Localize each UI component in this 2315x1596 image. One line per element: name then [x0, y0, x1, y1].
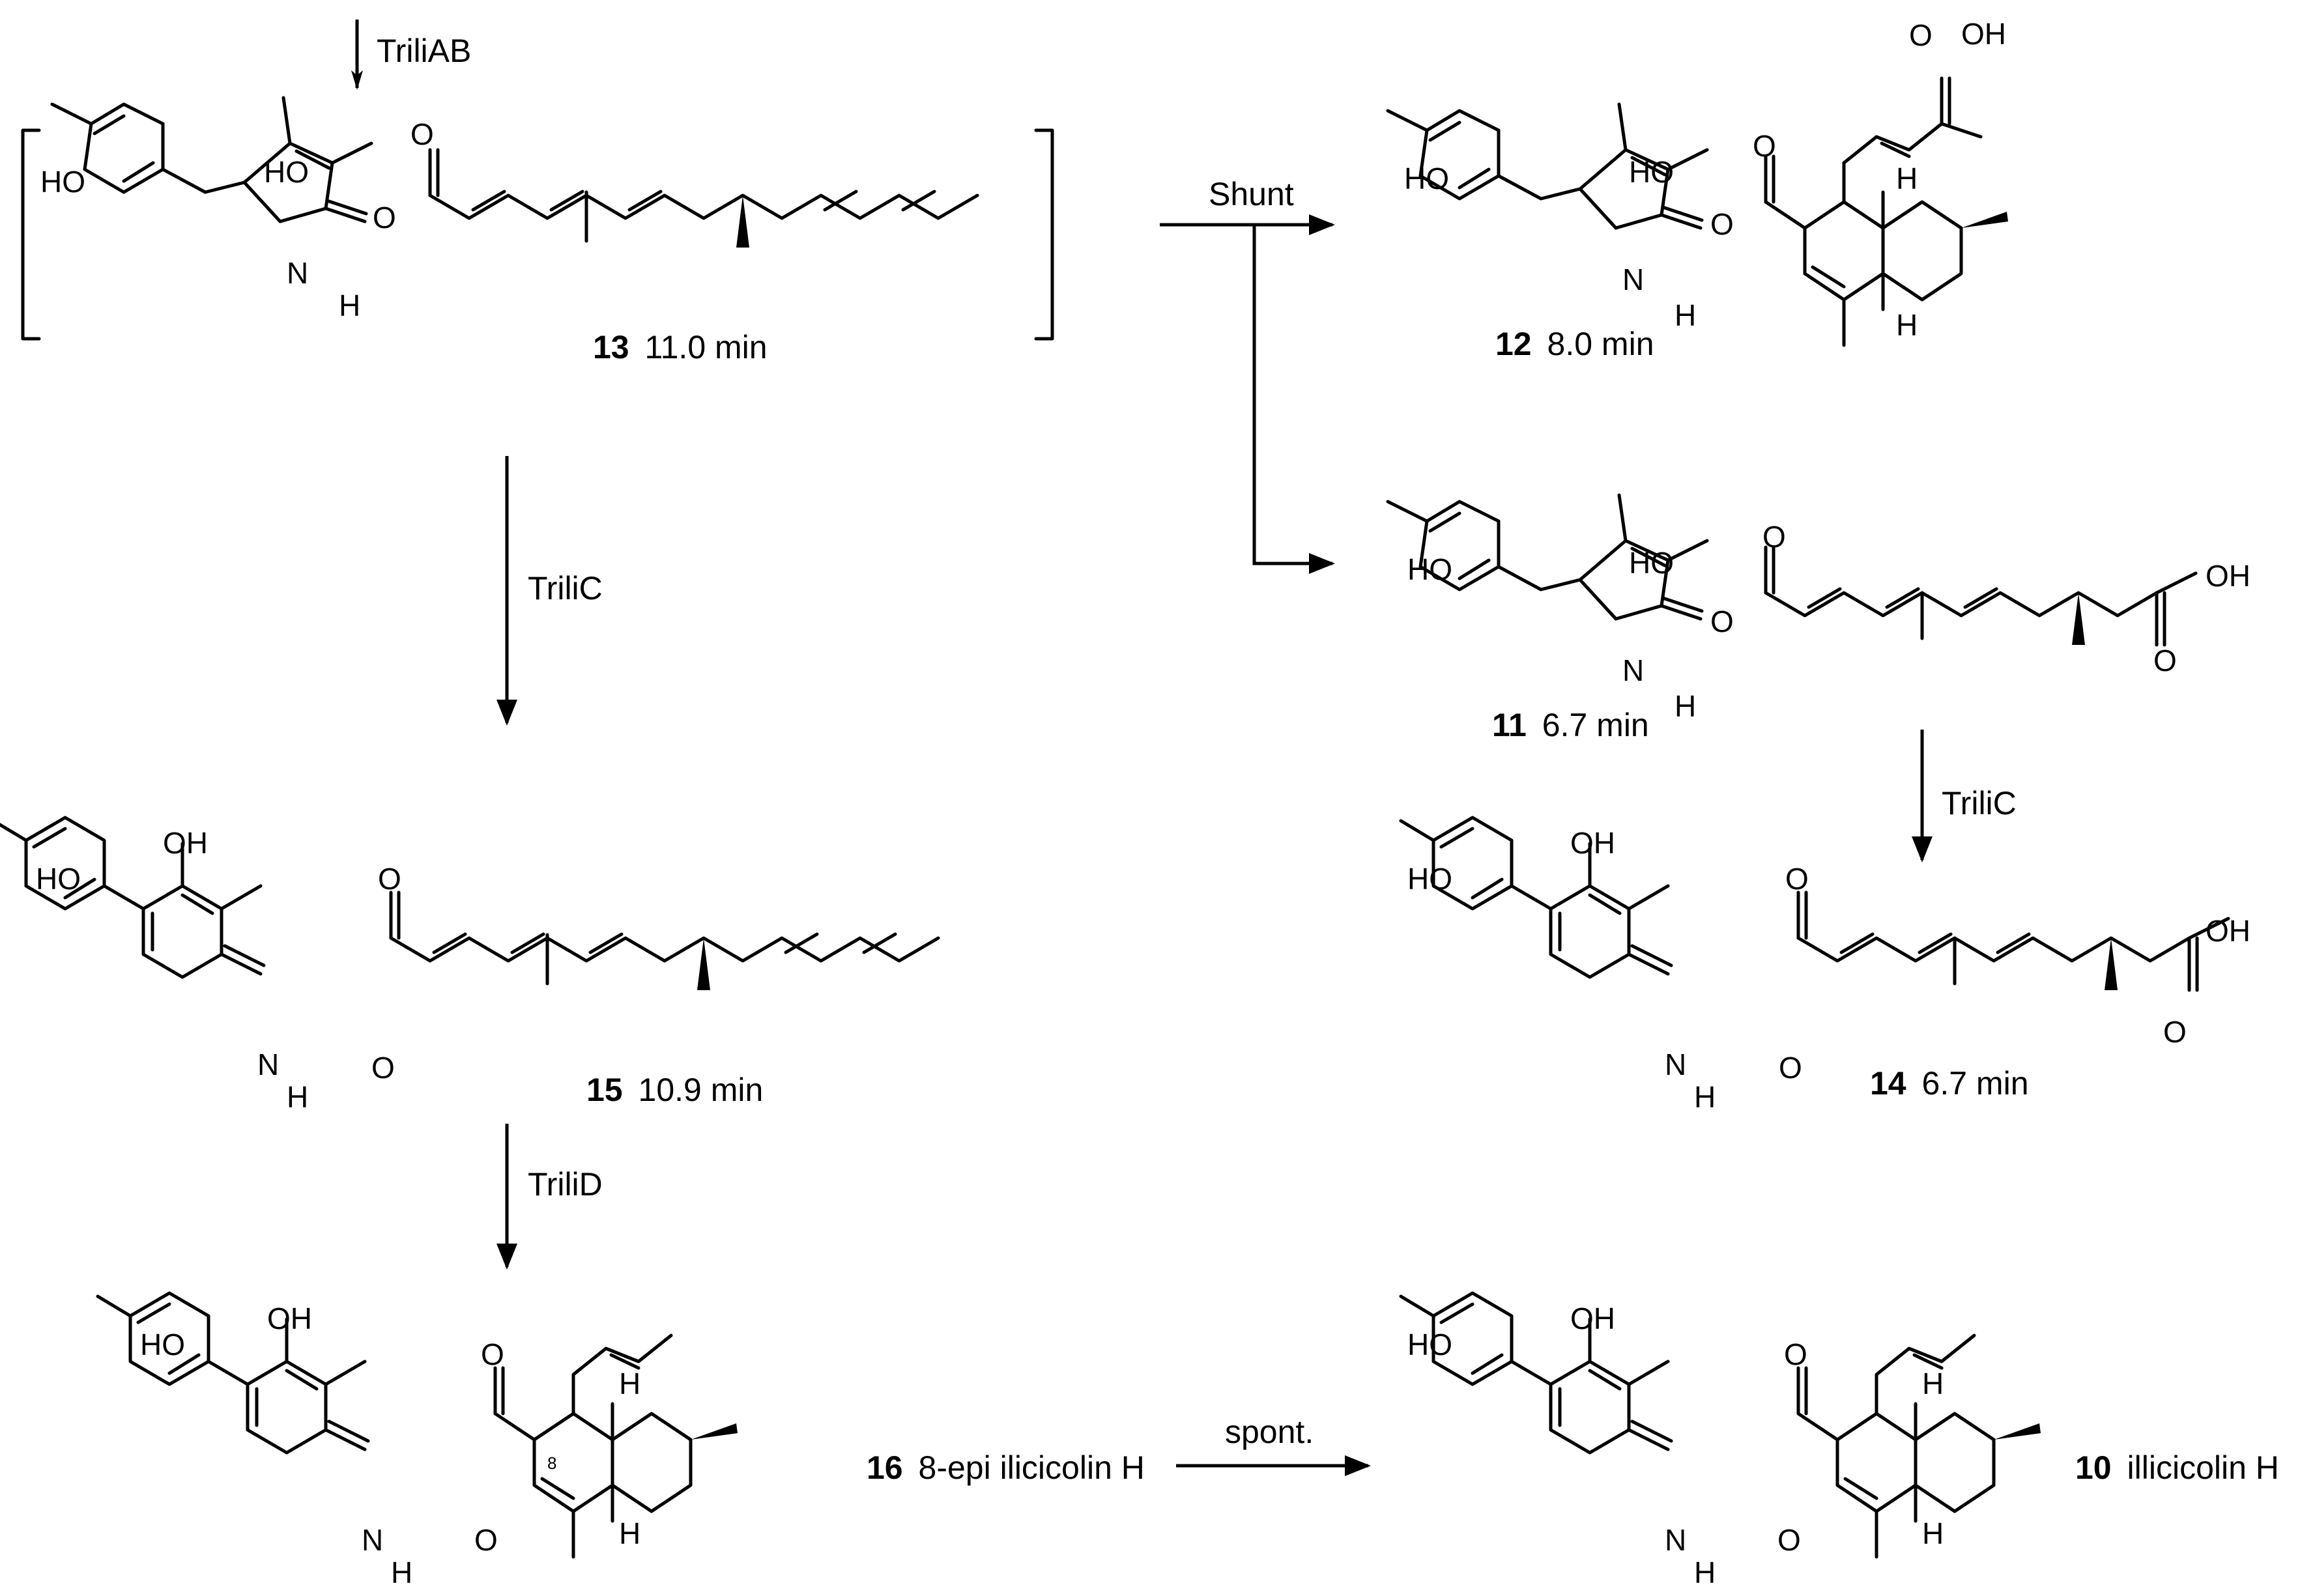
compound-14-label: 6.7 min: [1922, 1065, 2029, 1102]
compound-15-caption: 15 10.9 min: [586, 1072, 763, 1108]
compound-12-label: 8.0 min: [1547, 326, 1654, 362]
atom-o: O: [1753, 129, 1776, 163]
atom-h: H: [1896, 308, 1918, 342]
atom-h: H: [619, 1517, 640, 1550]
compound-16-label: 8-epi ilicicolin H: [919, 1449, 1145, 1486]
atom-h: H: [391, 1556, 412, 1589]
compound-10-number: 10: [2075, 1449, 2112, 1486]
atom-o: O: [474, 1523, 498, 1557]
compound-10-caption: 10 illicicolin H: [2075, 1449, 2279, 1486]
atom-h: H: [619, 1367, 640, 1401]
atom-h: H: [287, 1080, 308, 1114]
atom-oh: OH: [1961, 17, 2006, 51]
bracket-left: [21, 128, 41, 341]
atom-nh: N: [1665, 1523, 1686, 1557]
atom-nh: N: [1622, 653, 1644, 687]
compound-13-label: 11.0 min: [645, 329, 768, 365]
compound-11-structure: [1388, 495, 2196, 645]
atom-nh: N: [1665, 1047, 1686, 1081]
compound-13-number: 13: [593, 329, 629, 365]
trilic-right-label: TriliC: [1942, 785, 2017, 821]
triliab-label: TriliAB: [377, 33, 471, 69]
atom-h: H: [1896, 162, 1918, 195]
compound-10-label: illicicolin H: [2127, 1449, 2279, 1486]
atom-o: O: [1777, 1523, 1801, 1557]
compound-11-number: 11: [1492, 707, 1527, 743]
atom-ho: HO: [40, 165, 85, 199]
atom-ho: HO: [1407, 1328, 1452, 1361]
compound-15-label: 10.9 min: [639, 1072, 764, 1108]
atom-o: O: [371, 1051, 395, 1085]
atom-oh: OH: [1570, 826, 1615, 860]
atom-nh: N: [1622, 263, 1644, 296]
compound-12-structure: [1388, 76, 2008, 345]
atom-h: H: [1675, 689, 1696, 723]
compound-11-caption: 11 6.7 min: [1492, 707, 1649, 743]
atom-o: O: [1779, 1051, 1802, 1085]
atom-o: O: [2163, 1015, 2187, 1049]
atom-o: O: [410, 117, 434, 151]
spont-label: spont.: [1225, 1414, 1314, 1450]
compound-11-label: 6.7 min: [1542, 707, 1649, 743]
trilid-label: TriliD: [528, 1166, 603, 1203]
atom-o: O: [1909, 18, 1933, 52]
compound-14-structure: [1401, 818, 2228, 990]
compound-15-structure: [0, 818, 938, 990]
compound-15-number: 15: [586, 1072, 623, 1108]
atom-ho: HO: [1629, 546, 1674, 580]
atom-nh: N: [362, 1523, 383, 1557]
atom-o: O: [1710, 207, 1734, 241]
atom-h: H: [1675, 298, 1696, 332]
compound-12-number: 12: [1495, 326, 1532, 362]
atom-oh: OH: [1570, 1302, 1615, 1335]
compound-14-number: 14: [1870, 1065, 1906, 1102]
atom-ho: HO: [1629, 155, 1674, 189]
atom-ho: HO: [1404, 162, 1449, 195]
compound-12-caption: 12 8.0 min: [1495, 326, 1654, 362]
atom-o: O: [1784, 1337, 1807, 1371]
atom-o: O: [1710, 605, 1734, 638]
atom-h: H: [1694, 1556, 1716, 1589]
atom-oh: OH: [2206, 559, 2250, 593]
atom-ho: HO: [1407, 552, 1452, 586]
shunt-arrow-lower: [1252, 225, 1335, 574]
bracket-right: [1034, 128, 1054, 341]
atom-ho: HO: [1407, 862, 1452, 896]
atom-o: O: [1785, 862, 1809, 896]
atom-nh: N: [287, 256, 308, 290]
atom-h: H: [1922, 1517, 1944, 1550]
atom-nh: N: [257, 1047, 279, 1081]
atom-o: O: [1762, 520, 1786, 554]
atom-ho: HO: [140, 1328, 185, 1361]
atom-h: H: [339, 289, 360, 322]
compound-16-number: 16: [867, 1449, 903, 1486]
compound-14-caption: 14 6.7 min: [1870, 1065, 2029, 1102]
atom-o: O: [2153, 644, 2177, 677]
atom-h: H: [1922, 1367, 1944, 1401]
trilic-left-label: TriliC: [528, 570, 603, 606]
compound-16-caption: 16 8-epi ilicicolin H: [867, 1449, 1145, 1486]
compound-13-structure: [52, 98, 977, 248]
compound-10-structure: [1401, 1293, 2041, 1557]
atom-oh: OH: [267, 1302, 312, 1335]
atom-c8-locant: 8: [547, 1453, 556, 1473]
atom-o: O: [481, 1337, 504, 1371]
atom-oh: OH: [2206, 914, 2250, 948]
shunt-label: Shunt: [1209, 176, 1294, 212]
atom-o: O: [378, 862, 401, 896]
atom-oh: OH: [163, 826, 208, 860]
atom-ho: HO: [264, 155, 309, 189]
atom-o: O: [373, 201, 396, 235]
compound-13-caption: 13 11.0 min: [593, 329, 768, 365]
atom-h: H: [1694, 1080, 1716, 1114]
atom-ho: HO: [36, 862, 81, 896]
compound-16-structure: [98, 1293, 738, 1557]
